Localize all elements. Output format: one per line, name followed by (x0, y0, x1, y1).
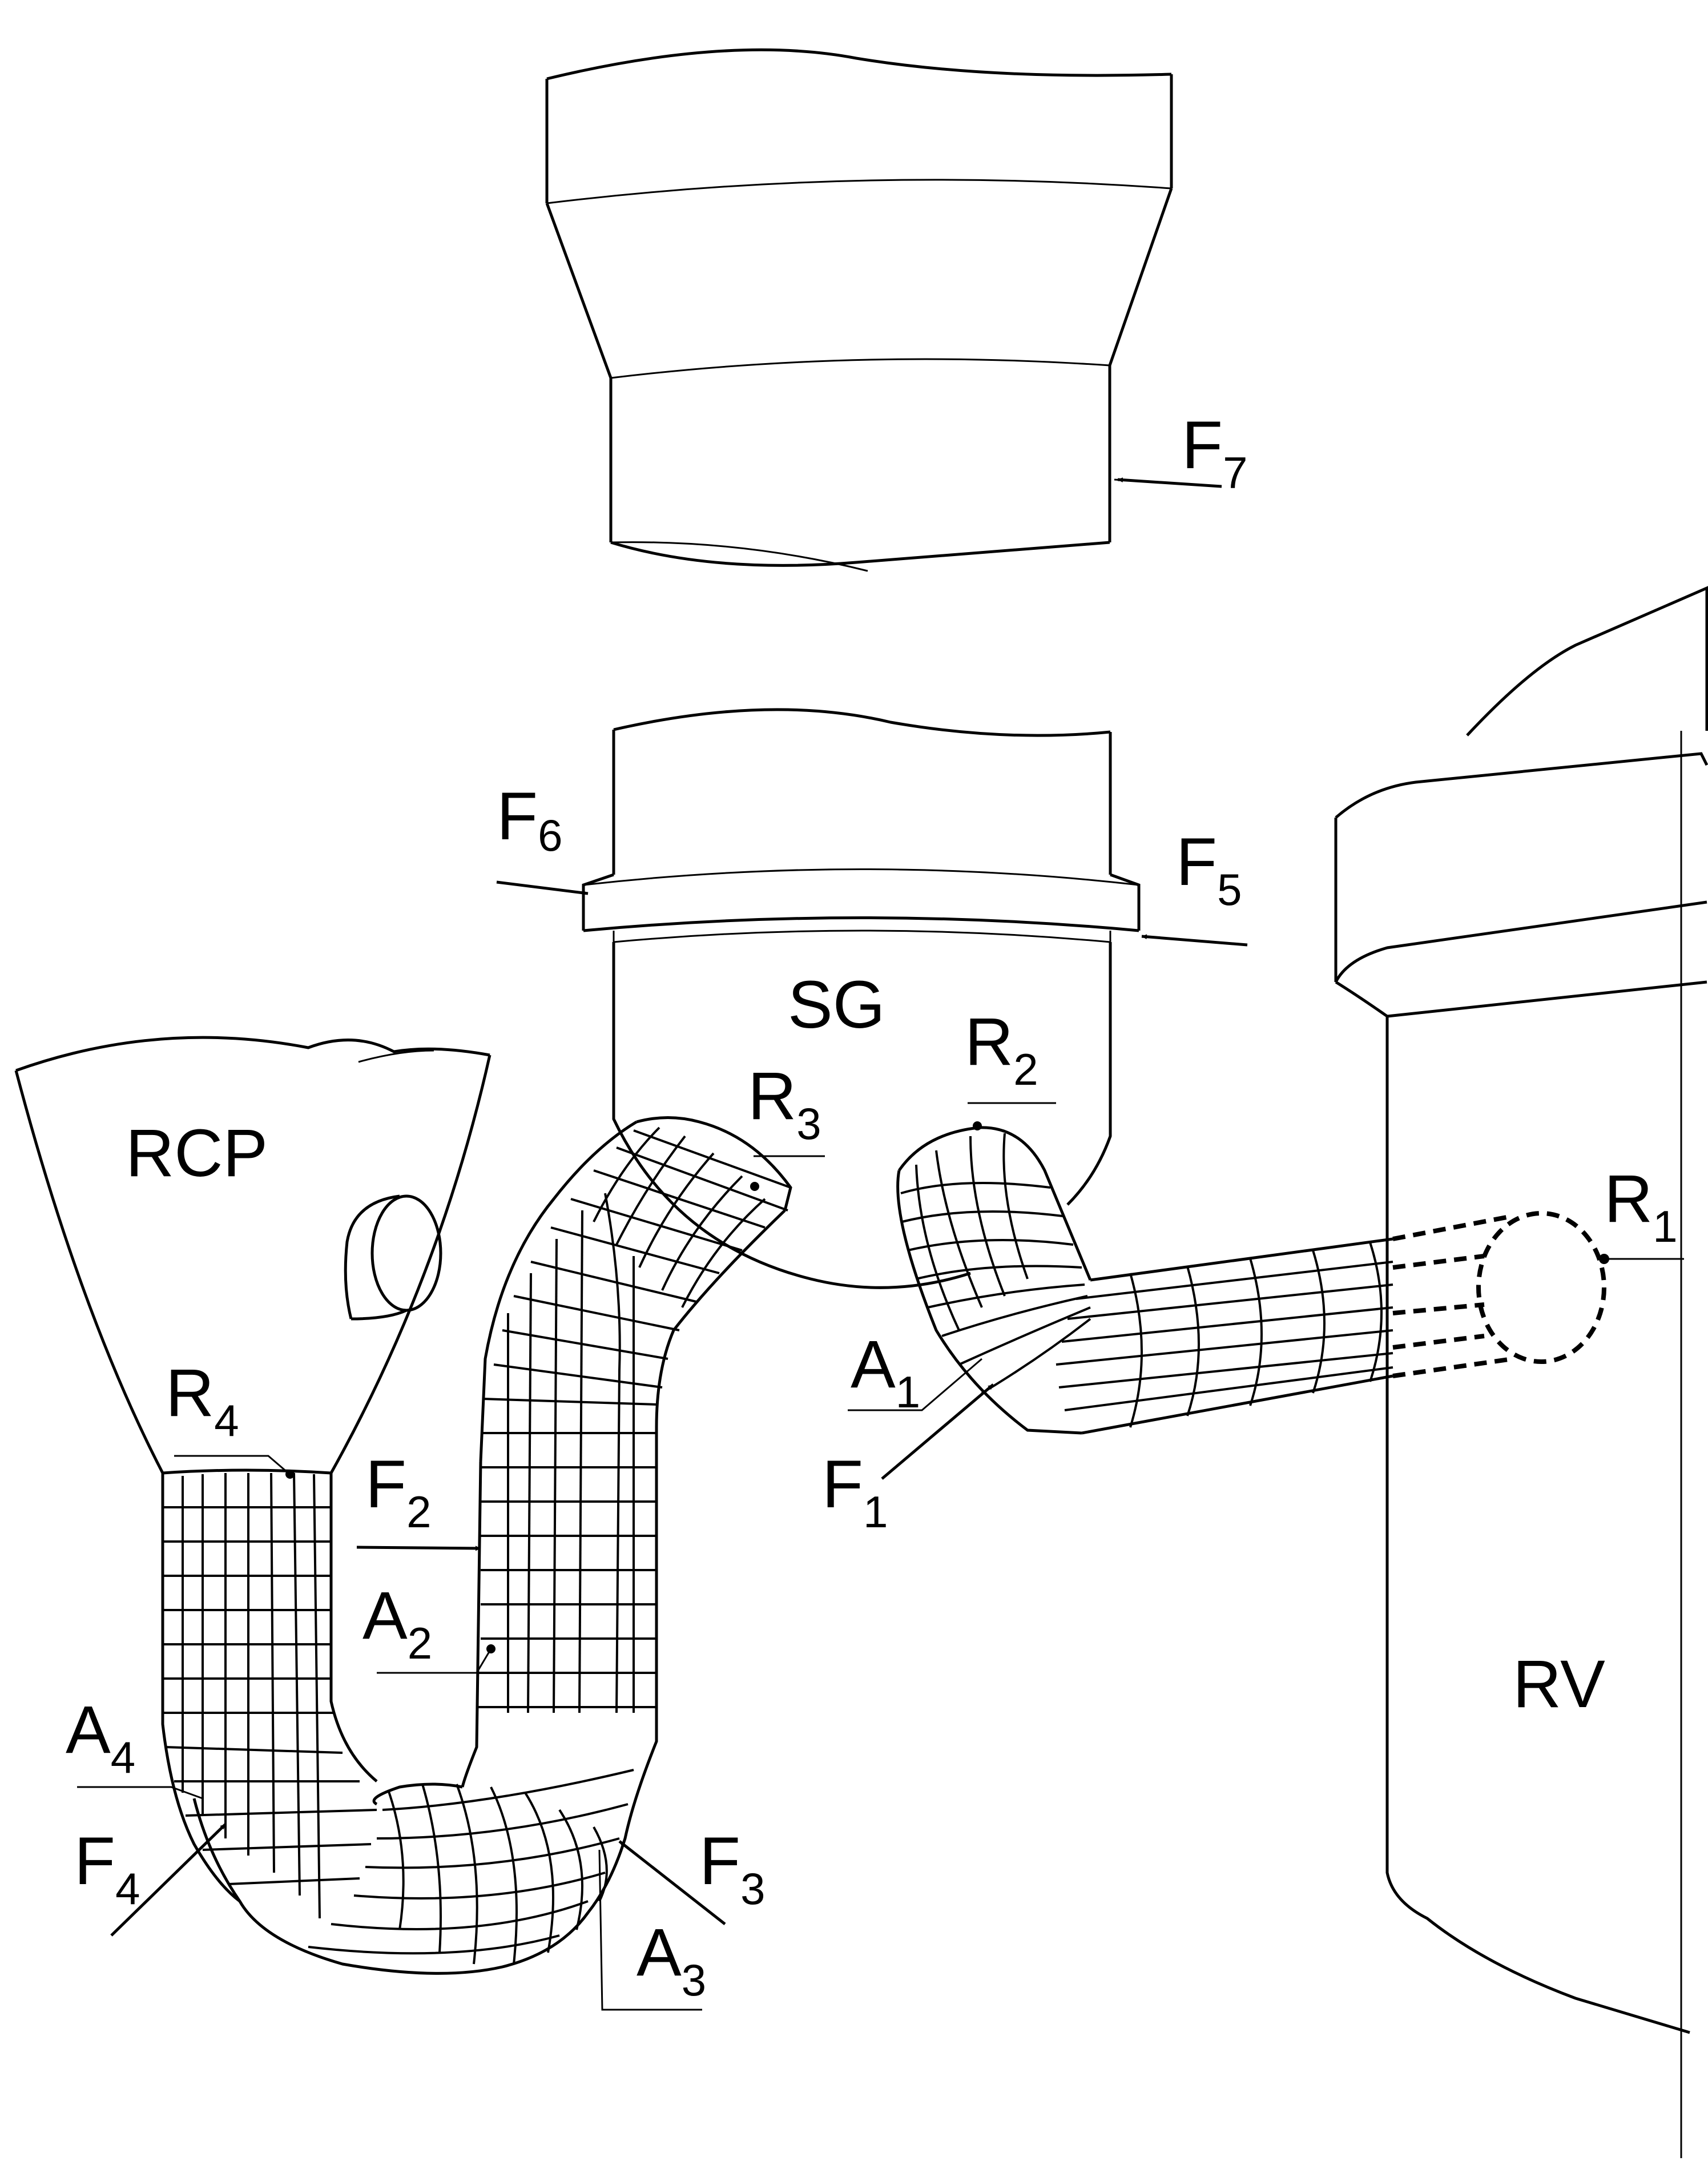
label-a1: A1 (851, 1327, 920, 1417)
svg-text:F2: F2 (365, 1447, 431, 1537)
label-r2: R2 (965, 1004, 1038, 1094)
hot-leg-pipe-mesh (896, 1126, 1609, 1435)
svg-text:R2: R2 (965, 1004, 1038, 1094)
svg-text:F4: F4 (74, 1824, 140, 1914)
crossover-pipe-mesh (192, 1116, 792, 1975)
rcp-label: RCP (126, 1116, 268, 1191)
svg-text:R1: R1 (1604, 1161, 1678, 1251)
reactor-vessel: RV (1334, 586, 1708, 2158)
annotations (77, 477, 1684, 2011)
upper-steam-generator-shell (545, 48, 1173, 572)
label-f3: F3 (699, 1824, 765, 1914)
svg-text:F6: F6 (497, 779, 562, 860)
label-r1: R1 (1604, 1161, 1678, 1251)
svg-text:R3: R3 (748, 1059, 821, 1149)
label-r3: R3 (748, 1059, 821, 1149)
label-f6: F6 (497, 779, 562, 860)
svg-text:R4: R4 (166, 1355, 239, 1446)
svg-text:A1: A1 (851, 1327, 920, 1417)
rcp-suction-pipe-mesh (161, 1468, 378, 1919)
svg-text:A2: A2 (362, 1578, 432, 1668)
label-f1: F1 (822, 1447, 888, 1537)
label-a3: A3 (637, 1915, 706, 2005)
label-a2: A2 (362, 1578, 432, 1668)
label-f4: F4 (74, 1824, 140, 1914)
sg-label: SG (788, 967, 885, 1043)
svg-text:F1: F1 (822, 1447, 888, 1537)
rv-label: RV (1513, 1647, 1605, 1722)
reactor-coolant-pump: RCP (14, 1036, 492, 1474)
svg-text:F5: F5 (1176, 824, 1242, 915)
label-r4: R4 (166, 1355, 239, 1446)
label-f5: F5 (1176, 824, 1242, 915)
label-f2: F2 (365, 1447, 431, 1537)
lower-steam-generator-shell: SG (582, 708, 1141, 1289)
label-f7: F7 (1182, 408, 1247, 498)
svg-text:A4: A4 (66, 1692, 135, 1782)
label-a4: A4 (66, 1692, 135, 1782)
svg-text:F3: F3 (699, 1824, 765, 1914)
svg-text:A3: A3 (637, 1915, 706, 2005)
svg-text:F7: F7 (1182, 408, 1247, 498)
